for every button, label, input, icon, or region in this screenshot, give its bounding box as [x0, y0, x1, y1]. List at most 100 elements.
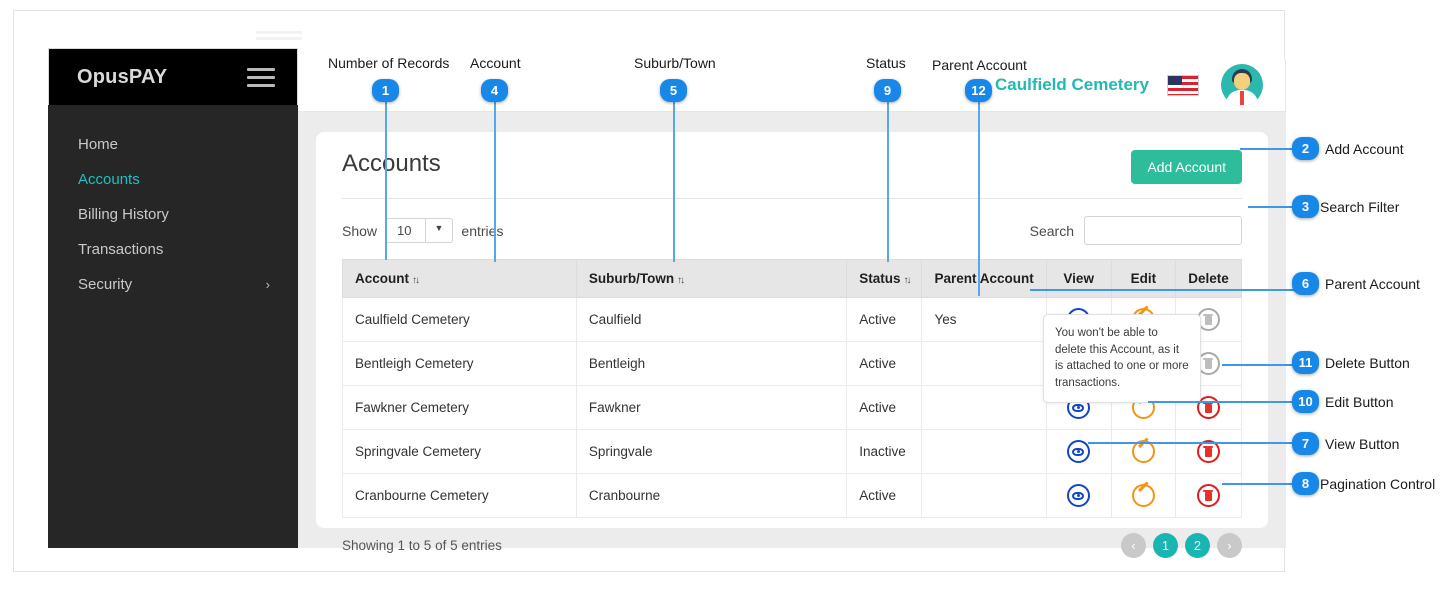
callout-line-9 [887, 100, 889, 262]
annotation-top-label-5: Suburb/Town [634, 55, 716, 71]
cell-parent-account [921, 385, 1047, 430]
column-header-view: View [1045, 259, 1112, 298]
view-button[interactable] [1067, 484, 1091, 507]
cell-suburb: Cranbourne [575, 473, 848, 518]
table-footer: Showing 1 to 5 of 5 entries ‹ 1 2 › [342, 533, 1242, 558]
cell-suburb: Springvale [575, 429, 848, 474]
callout-line-1 [385, 100, 387, 260]
sidebar-item-home[interactable]: Home [48, 127, 298, 162]
annotation-label-2: Add Account [1325, 141, 1404, 157]
delete-button[interactable] [1197, 440, 1220, 463]
column-label: Account [355, 271, 409, 286]
sort-icon: ↑↓ [677, 275, 685, 286]
card-header: Accounts Add Account [342, 150, 1242, 184]
delete-disabled-tooltip: You won't be able to delete this Account… [1043, 314, 1201, 403]
annotation-marker-9: 9 [874, 79, 901, 102]
sort-icon: ↑↓ [903, 275, 911, 286]
sidebar-item-label: Security [78, 276, 133, 293]
cell-suburb: Bentleigh [575, 341, 848, 386]
edit-button[interactable] [1131, 437, 1155, 463]
content-area: Accounts Add Account Show 10 ▼ entries S… [298, 112, 1286, 558]
annotation-marker-5: 5 [660, 79, 687, 102]
pagination-prev-button[interactable]: ‹ [1121, 533, 1146, 558]
annotation-marker-1: 1 [372, 79, 399, 102]
column-header-status[interactable]: Status↑↓ [846, 259, 923, 298]
column-label: Delete [1188, 271, 1229, 286]
annotation-marker-12: 12 [965, 79, 992, 102]
cell-view [1045, 473, 1112, 518]
cell-account: Fawkner Cemetery [342, 385, 577, 430]
edit-button[interactable] [1131, 481, 1155, 507]
sidebar-item-label: Home [78, 136, 119, 153]
cell-edit [1110, 473, 1177, 518]
pagination-next-button[interactable]: › [1217, 533, 1242, 558]
sidebar: OpusPAY Home Accounts Billing History Tr… [48, 48, 298, 548]
callout-line-11 [1222, 364, 1298, 366]
accounts-card: Accounts Add Account Show 10 ▼ entries S… [316, 132, 1268, 558]
user-avatar-icon[interactable] [1221, 64, 1263, 106]
column-label: Parent Account [934, 271, 1034, 286]
page-title: Accounts [342, 150, 441, 177]
search-label: Search [1029, 222, 1074, 239]
pagination-page-2[interactable]: 2 [1185, 533, 1210, 558]
table-header-row: Account↑↓ Suburb/Town↑↓ Status↑↓ Parent … [342, 259, 1242, 298]
cell-delete [1175, 385, 1242, 430]
sidebar-item-accounts[interactable]: Accounts [48, 162, 298, 197]
top-scroll-mark [256, 31, 302, 45]
sidebar-item-transactions[interactable]: Transactions [48, 232, 298, 267]
callout-line-3 [1248, 206, 1298, 208]
cell-status: Active [846, 297, 923, 342]
annotation-marker-4: 4 [481, 79, 508, 102]
cell-parent-account: Yes [921, 297, 1047, 342]
pagination-page-1[interactable]: 1 [1153, 533, 1178, 558]
annotation-marker-11: 11 [1292, 351, 1319, 374]
table-controls: Show 10 ▼ entries Search [342, 216, 1242, 245]
header-divider [342, 198, 1242, 199]
annotation-marker-6: 6 [1292, 272, 1319, 295]
show-label: Show [342, 222, 378, 239]
top-bar: Caulfield Cemetery [298, 59, 1286, 112]
annotation-top-label-9: Status [866, 55, 906, 71]
column-header-parent-account[interactable]: Parent Account [921, 259, 1047, 298]
sidebar-item-security[interactable]: Security › [48, 267, 298, 302]
search-input[interactable] [1084, 216, 1242, 245]
cell-status: Active [846, 341, 923, 386]
annotation-marker-10: 10 [1292, 390, 1319, 413]
add-account-button[interactable]: Add Account [1131, 150, 1242, 184]
us-flag-icon[interactable] [1167, 74, 1199, 96]
cell-view [1045, 429, 1112, 474]
column-header-account[interactable]: Account↑↓ [342, 259, 577, 298]
entries-label: entries [461, 222, 504, 239]
cell-parent-account [921, 341, 1047, 386]
sort-icon: ↑↓ [412, 275, 420, 286]
cell-parent-account [921, 473, 1047, 518]
page-length-value: 10 [397, 223, 412, 238]
page-length-select[interactable]: 10 ▼ [385, 218, 454, 243]
app-frame: OpusPAY Home Accounts Billing History Tr… [13, 10, 1286, 572]
cell-delete [1175, 429, 1242, 474]
cell-parent-account [921, 429, 1047, 474]
cell-account: Bentleigh Cemetery [342, 341, 577, 386]
table-head: Account↑↓ Suburb/Town↑↓ Status↑↓ Parent … [342, 259, 1242, 298]
pagination-control: ‹ 1 2 › [1121, 533, 1242, 558]
delete-button[interactable] [1197, 484, 1220, 507]
column-label: Suburb/Town [588, 271, 675, 286]
callout-line-6 [1030, 289, 1298, 291]
sidebar-item-label: Billing History [78, 206, 169, 223]
annotation-label-11: Delete Button [1325, 355, 1410, 371]
sidebar-item-label: Accounts [78, 171, 140, 188]
cell-delete [1175, 473, 1242, 518]
sidebar-item-billing-history[interactable]: Billing History [48, 197, 298, 232]
cell-status: Inactive [846, 429, 923, 474]
annotation-marker-2: 2 [1292, 137, 1319, 160]
annotation-label-8: Pagination Control [1320, 476, 1436, 492]
brand-bar: OpusPAY [48, 48, 298, 105]
annotation-top-label-4: Account [470, 55, 521, 71]
hamburger-icon[interactable] [247, 63, 275, 92]
sidebar-item-label: Transactions [78, 241, 164, 258]
view-button[interactable] [1067, 440, 1091, 463]
column-header-suburb[interactable]: Suburb/Town↑↓ [575, 259, 848, 298]
